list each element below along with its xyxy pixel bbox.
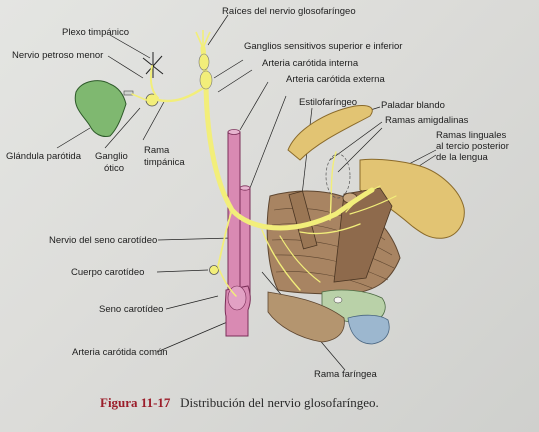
soft-palate [287,105,373,161]
superior-ganglion [198,53,210,71]
label-nervio-seno: Nervio del seno carotídeo [49,235,158,246]
tonsil-outline [325,153,351,199]
stylohyoid-muscle [288,190,318,250]
label-ramas-linguales-1: Ramas linguales [436,130,507,141]
label-ganglio-otico-2: ótico [104,163,125,174]
label-ramas-linguales-2: al tercio posterior [436,141,509,152]
figure-caption: Figura 11-17 Distribución del nervio glo… [100,395,379,411]
label-paladar-blando: Paladar blando [381,100,445,111]
tongue [359,158,465,239]
label-carotida-comun: Arteria carótida común [72,347,168,358]
external-carotid-artery [239,187,251,301]
label-ramas-amigdalinas: Ramas amigdalinas [385,115,469,126]
label-rama-timpanica-1: Rama [144,145,170,156]
parotid-gland [74,80,127,137]
hyoid-tip [333,296,343,304]
figure-caption-text: Distribución del nervio glosofaríngeo. [180,395,379,410]
nerve-rootlets [195,30,211,49]
label-glandula-parotida: Glándula parótida [6,151,81,162]
label-ganglios-sensitivos: Ganglios sensitivos superior e inferior [244,41,403,52]
label-carotida-interna: Arteria carótida interna [262,58,359,69]
label-rama-timpanica-2: timpánica [144,157,185,168]
label-plexo-timpanico: Plexo timpánico [62,27,130,38]
label-nervio-petroso: Nervio petroso menor [12,50,104,61]
carotid-body [209,265,219,275]
parotid-duct [123,90,134,96]
label-estilofaringeo: Estilofaríngeo [299,97,358,108]
label-seno-carotideo: Seno carotídeo [99,304,164,315]
label-carotida-externa: Arteria carótida externa [286,74,385,85]
inferior-ganglion [199,70,213,90]
larynx-blue [347,314,390,345]
label-ramas-linguales-3: de la lengua [436,152,488,163]
figure-number: Figura 11-17 [100,395,171,410]
lower-pharynx [267,291,345,343]
label-ganglio-otico-1: Ganglio [95,151,128,162]
label-raices: Raíces del nervio glosofaríngeo [222,6,356,17]
label-cuerpo-carotideo: Cuerpo carotídeo [71,267,145,278]
label-rama-faringea: Rama faríngea [314,369,377,380]
